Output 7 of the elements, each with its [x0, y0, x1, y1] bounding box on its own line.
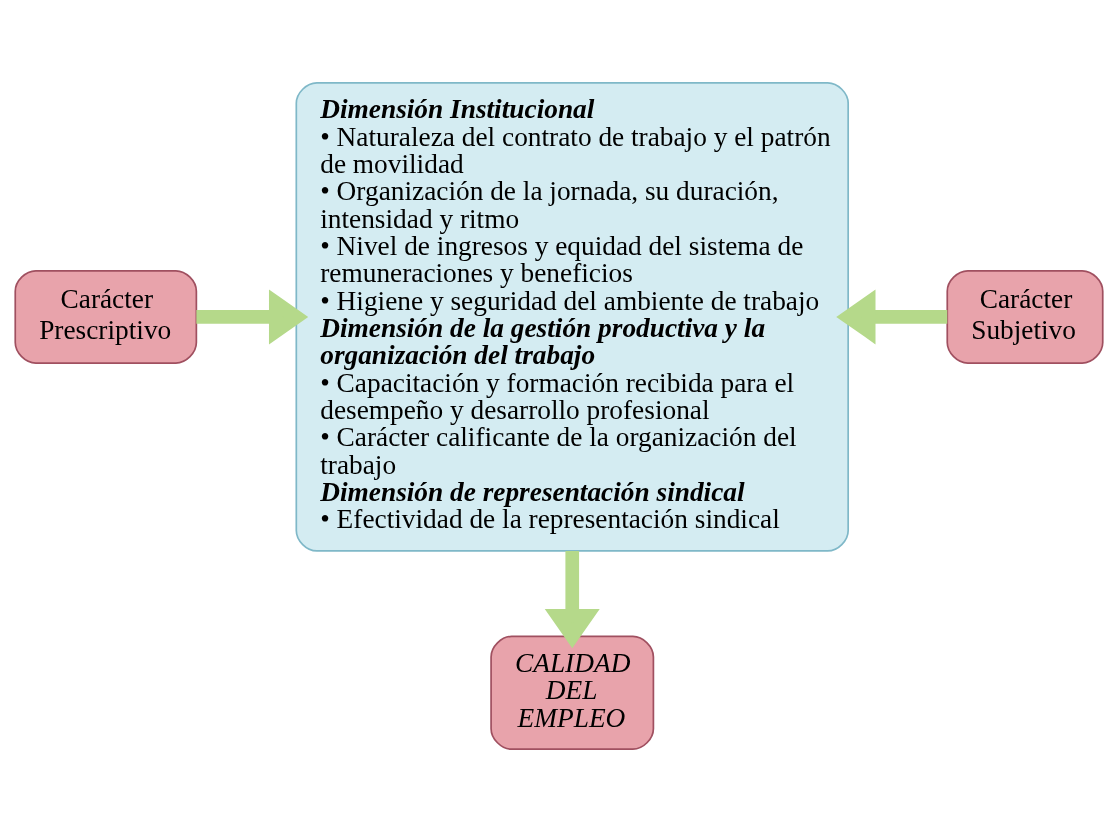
arrow	[544, 550, 600, 649]
node-box: Dimensión Institucional • Naturaleza del contrato de trabajo y el patrón de movilidad • Organización de la jornada, su duración, intensidad y ritmo • Nivel de ingresos y equidad del sistema de remuneraciones y beneficios • Higiene y seguridad del ambiente de trabajo Dimensión de la gestión productiva y la organización del trabajo • Capacitación y formación recibida para el desempeño y desarrollo profesional • Carácter calificante de la organización del trabajo Dimensión de representación sindical • Efectividad de la representación sindical	[295, 81, 850, 552]
arrow	[836, 289, 948, 345]
node-box: Carácter Subjetivo	[946, 269, 1104, 364]
arrow	[196, 289, 309, 345]
node-box: Carácter Prescriptivo	[14, 269, 198, 364]
node-box: CALIDAD DEL EMPLEO	[490, 635, 655, 751]
